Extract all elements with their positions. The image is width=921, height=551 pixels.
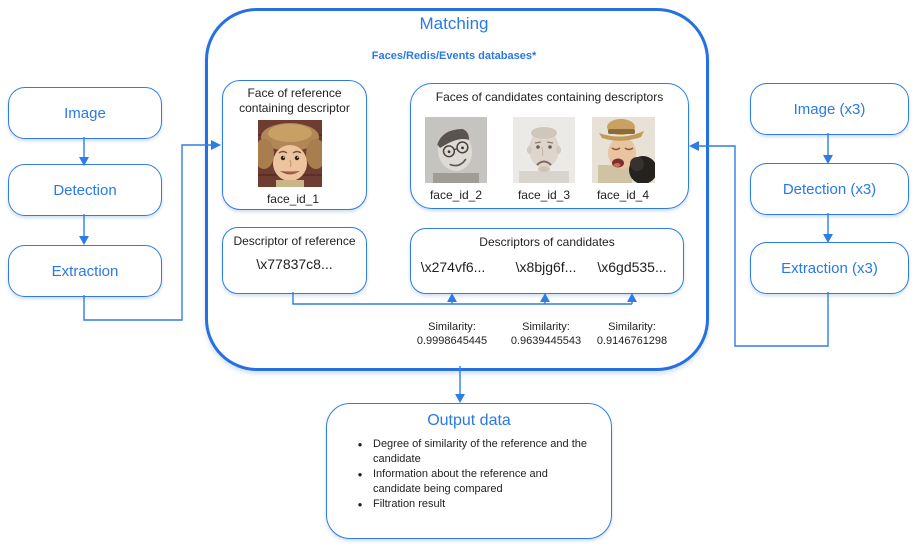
pipeline-box-extraction-x3: Extraction (x3) <box>750 242 909 294</box>
similarity-block-1: Similarity: 0.9998645445 <box>416 321 488 347</box>
matching-title: Matching <box>419 14 489 33</box>
databases-note: Faces/Redis/Events databases* <box>371 50 537 62</box>
pipeline-box-detection-x3: Detection (x3) <box>750 163 909 215</box>
candidate-face-photo-2 <box>425 117 487 183</box>
candidate-faces-title: Faces of candidates containing descripto… <box>435 90 664 104</box>
candidate-descriptors-box: Descriptors of candidates \x274vf6... \x… <box>410 228 684 294</box>
reference-face-title: Face of reference containing descriptor <box>239 86 350 115</box>
pipeline-box-extraction: Extraction <box>8 245 162 297</box>
candidate-face-photo-3 <box>513 117 575 183</box>
pipeline-box-extraction-label: Extraction <box>51 262 119 280</box>
output-bullet-list: ● Degree of similarity of the reference … <box>327 437 611 512</box>
output-bullet-1: ● Degree of similarity of the reference … <box>347 437 595 467</box>
pipeline-box-detection-x3-label: Detection (x3) <box>782 180 877 198</box>
pipeline-box-detection: Detection <box>8 164 162 216</box>
pipeline-box-extraction-x3-label: Extraction (x3) <box>781 259 878 277</box>
output-bullet-2: ● Information about the reference and ca… <box>347 467 595 497</box>
reference-descriptor-title: Descriptor of reference <box>233 234 356 248</box>
reference-face-photo <box>258 120 322 187</box>
candidate-descriptor-value-3: \x6gd535... <box>597 259 667 275</box>
candidate-face-photo-4 <box>592 117 655 183</box>
candidate-face-id-4: face_id_4 <box>596 188 650 202</box>
reference-descriptor-value: \x77837c8... <box>256 256 333 272</box>
pipeline-box-image: Image <box>8 87 162 139</box>
output-data-box: Output data ● Degree of similarity of th… <box>326 403 612 539</box>
pipeline-box-image-label: Image <box>64 104 106 122</box>
candidate-descriptor-value-1: \x274vf6... <box>420 259 486 275</box>
bullet-dot-icon: ● <box>357 470 363 479</box>
similarity-block-2: Similarity: 0.9639445543 <box>510 321 582 347</box>
pipeline-box-image-x3-label: Image (x3) <box>793 100 866 118</box>
output-bullet-3: ● Filtration result <box>347 497 595 512</box>
bullet-dot-icon: ● <box>357 500 363 509</box>
candidate-descriptors-title: Descriptors of candidates <box>479 235 615 249</box>
candidate-face-id-3: face_id_3 <box>517 188 571 202</box>
bullet-dot-icon: ● <box>357 440 363 449</box>
reference-face-id: face_id_1 <box>266 192 320 206</box>
pipeline-box-detection-label: Detection <box>53 181 117 199</box>
reference-descriptor-box: Descriptor of reference \x77837c8... <box>222 227 367 294</box>
similarity-block-3: Similarity: 0.9146761298 <box>596 321 668 347</box>
output-data-title: Output data <box>427 412 511 429</box>
pipeline-box-image-x3: Image (x3) <box>750 83 909 135</box>
candidate-face-id-2: face_id_2 <box>429 188 483 202</box>
candidate-descriptor-value-2: \x8bjg6f... <box>515 259 577 275</box>
